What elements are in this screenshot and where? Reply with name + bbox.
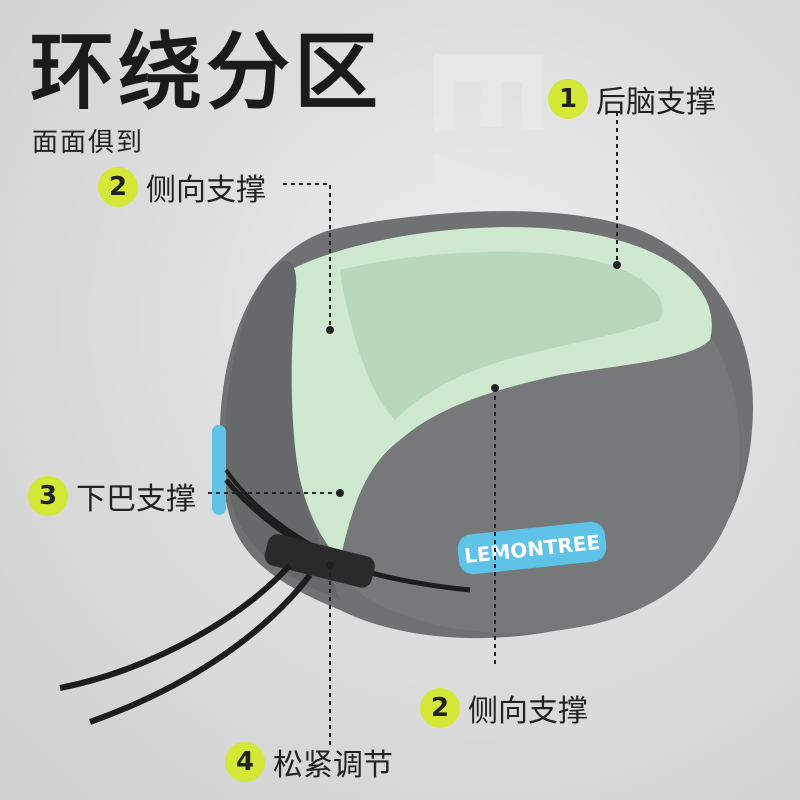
pillow-front-lobe xyxy=(339,340,740,634)
cord-lock xyxy=(264,534,375,588)
callout-number-badge: 2 xyxy=(420,688,460,728)
callout-rear-support: 1 后脑支撑 xyxy=(548,77,716,121)
callout-side-support-top: 2 侧向支撑 xyxy=(98,165,266,209)
page-title: 环绕分区 xyxy=(30,23,383,121)
pillow-inner-cavity xyxy=(340,251,663,420)
callout-chin-support: 3 下巴支撑 xyxy=(28,474,196,518)
callout-label: 侧向支撑 xyxy=(146,173,266,208)
callout-number-badge: 3 xyxy=(28,476,68,516)
callout-number-badge: 2 xyxy=(98,167,138,207)
callout-label: 侧向支撑 xyxy=(468,694,588,729)
callout-label: 下巴支撑 xyxy=(76,482,196,517)
side-blue-tab xyxy=(212,425,226,515)
callout-number-badge: 1 xyxy=(548,79,588,119)
callout-tightness-adjust: 4 松紧调节 xyxy=(225,740,393,784)
page-subtitle: 面面俱到 xyxy=(32,128,145,158)
hanging-cord-1 xyxy=(59,562,293,691)
pillow-left-lobe xyxy=(225,261,340,600)
callout-number-badge: 4 xyxy=(225,742,265,782)
callout-label: 后脑支撑 xyxy=(596,85,716,120)
callout-label: 松紧调节 xyxy=(273,748,393,783)
hanging-cord-2 xyxy=(88,573,313,725)
callout-side-support-bottom: 2 侧向支撑 xyxy=(420,686,588,730)
